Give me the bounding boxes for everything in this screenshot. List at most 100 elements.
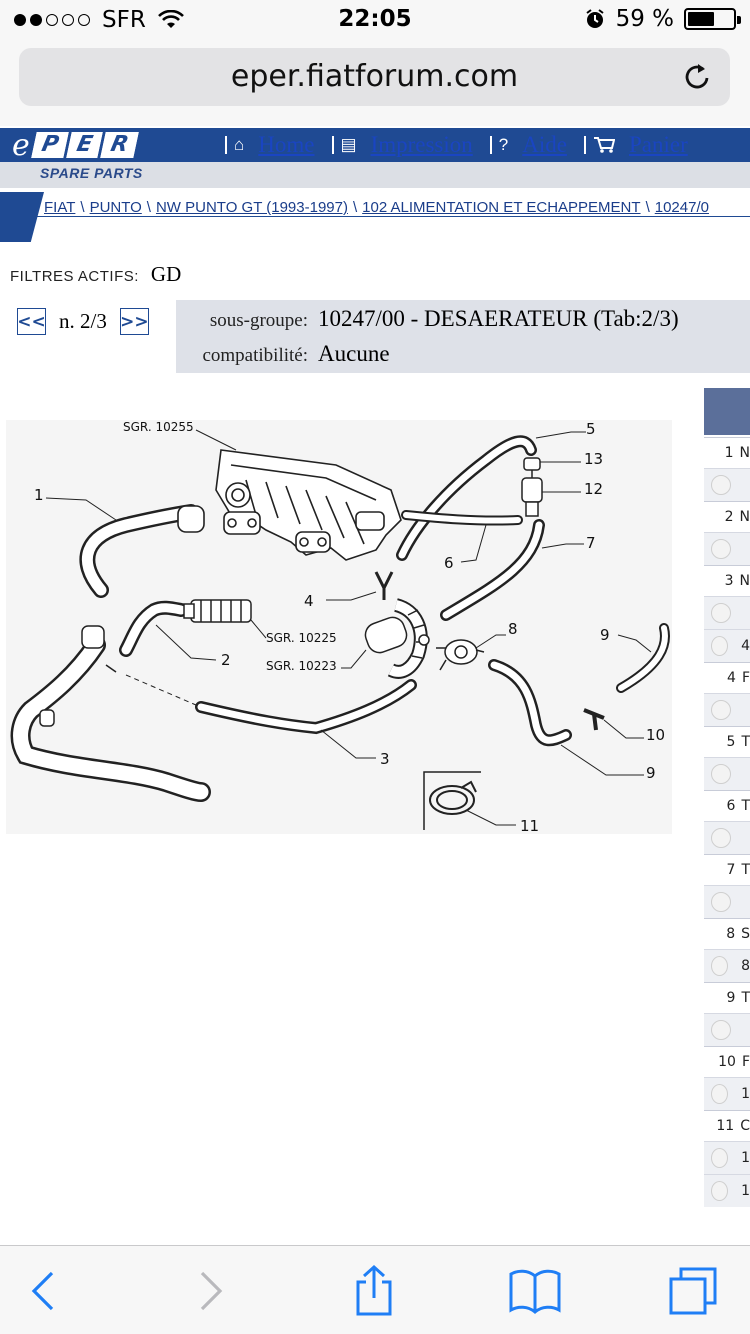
eper-logo[interactable]: e P E R	[12, 128, 139, 163]
part-select-checkbox[interactable]	[711, 700, 731, 720]
callout-1[interactable]: 1	[34, 486, 44, 504]
divider	[583, 136, 586, 154]
subgroup-label: sous-groupe:	[209, 310, 308, 331]
part-ref-number: 5	[726, 734, 736, 750]
callout-8[interactable]: 8	[508, 620, 518, 638]
subgroup-info: sous-groupe: 10247/00 - DESAERATEUR (Tab…	[176, 300, 750, 373]
breadcrumb-item-brand[interactable]: FIAT	[44, 199, 76, 216]
carrier-name: SFR	[102, 7, 146, 33]
address-bar[interactable]: eper.fiatforum.com	[19, 48, 730, 106]
active-filters: FILTRES ACTIFS: GD	[10, 262, 181, 287]
compat-row: compatibilité: Aucune	[176, 341, 390, 367]
nav-home-link[interactable]: Home	[258, 132, 315, 157]
callout-13[interactable]: 13	[584, 450, 603, 468]
diagram-drawing: SGR. 10255 1 2 SGR. 10225 3	[10, 420, 670, 835]
breadcrumb-item-version[interactable]: NW PUNTO GT (1993-1997)	[155, 199, 348, 216]
callout-2[interactable]: 2	[221, 651, 231, 669]
part-description: N	[739, 509, 750, 525]
callout-5[interactable]: 5	[586, 420, 596, 438]
compat-value: Aucune	[318, 341, 390, 366]
part-line-text: 4	[741, 638, 750, 654]
bookmarks-button[interactable]	[508, 1264, 562, 1318]
part-select-checkbox[interactable]	[711, 475, 731, 495]
browser-toolbar	[0, 1245, 750, 1334]
next-table-button[interactable]: >>	[119, 308, 149, 335]
part-description: T	[741, 990, 750, 1006]
callout-sgr-10255[interactable]: SGR. 10255	[123, 420, 194, 434]
tabs-button[interactable]	[666, 1264, 720, 1318]
table-pager: << n. 2/3 >>	[17, 308, 149, 335]
callout-sgr-10223[interactable]: SGR. 10223	[266, 659, 337, 673]
breadcrumb-item-group[interactable]: 102 ALIMENTATION ET ECHAPPEMENT	[362, 199, 641, 216]
part-select-checkbox[interactable]	[711, 1020, 731, 1040]
part-select-checkbox[interactable]	[711, 1148, 729, 1168]
url-text[interactable]: eper.fiatforum.com	[230, 59, 519, 94]
callout-3[interactable]: 3	[380, 750, 390, 768]
part-select-checkbox[interactable]	[711, 828, 731, 848]
divider	[225, 136, 227, 154]
alarm-icon	[585, 9, 604, 28]
part-select-checkbox[interactable]	[711, 636, 729, 656]
callout-9-lower[interactable]: 9	[646, 764, 656, 782]
signal-dot-icon	[62, 14, 74, 26]
tagline-bar: SPARE PARTS	[0, 162, 750, 188]
forward-button[interactable]	[184, 1264, 238, 1318]
breadcrumb-item-subgroup[interactable]: 10247/0	[654, 199, 709, 216]
part-select-checkbox[interactable]	[711, 956, 729, 976]
cart-icon[interactable]	[593, 136, 615, 154]
callout-sgr-10225[interactable]: SGR. 10225	[266, 631, 337, 645]
part-select-checkbox[interactable]	[711, 603, 731, 623]
share-button[interactable]	[347, 1264, 401, 1318]
part-select-checkbox[interactable]	[711, 1084, 729, 1104]
intake-manifold-drawing	[215, 449, 402, 561]
exploded-diagram[interactable]: SGR. 10255 1 2 SGR. 10225 3	[6, 420, 672, 835]
nav-help-link[interactable]: Aide	[522, 132, 567, 157]
callout-11[interactable]: 11	[520, 817, 539, 835]
corrugated-hose-drawing	[364, 598, 430, 679]
callout-6[interactable]: 6	[444, 554, 454, 572]
part-description: T	[741, 734, 750, 750]
part-select-checkbox[interactable]	[711, 539, 731, 559]
parts-row-line	[704, 1013, 750, 1046]
clip-13-drawing	[523, 457, 541, 471]
callout-9-upper[interactable]: 9	[600, 626, 610, 644]
part-select-checkbox[interactable]	[711, 892, 731, 912]
injector-drawing	[183, 599, 252, 623]
compat-label: compatibilité:	[202, 345, 308, 366]
part-description: C	[740, 1118, 750, 1134]
status-right: 59 %	[584, 6, 741, 32]
valve-12-drawing	[521, 470, 543, 517]
print-icon[interactable]: ▤	[340, 135, 357, 154]
breadcrumb-item-model[interactable]: PUNTO	[89, 199, 142, 216]
help-icon[interactable]: ?	[498, 135, 509, 154]
parts-row-line: 1	[704, 1077, 750, 1110]
part-description: N	[739, 573, 750, 589]
parts-row-line	[704, 532, 750, 565]
tabs-icon	[669, 1267, 717, 1315]
signal-strength: SFR	[14, 7, 184, 33]
breadcrumb-area: FIAT \ PUNTO \ NW PUNTO GT (1993-1997) \…	[0, 188, 750, 242]
callout-12[interactable]: 12	[584, 480, 603, 498]
callout-4[interactable]: 4	[304, 592, 314, 610]
parts-row-line: 1	[704, 1174, 750, 1207]
nav-print-link[interactable]: Impression	[370, 132, 473, 157]
back-button[interactable]	[16, 1264, 70, 1318]
home-icon[interactable]: ⌂	[234, 135, 245, 154]
part-select-checkbox[interactable]	[711, 764, 731, 784]
callout-7[interactable]: 7	[586, 534, 596, 552]
part-select-checkbox[interactable]	[711, 1181, 729, 1201]
callout-10[interactable]: 10	[646, 726, 665, 744]
nav-cart-link[interactable]: Panier	[628, 132, 688, 157]
prev-table-button[interactable]: <<	[17, 308, 46, 335]
reload-icon[interactable]	[682, 61, 714, 93]
divider	[34, 216, 750, 217]
part-ref-number: 3	[724, 573, 734, 589]
parts-table-header	[704, 388, 750, 436]
part-line-text: 8	[741, 958, 750, 974]
